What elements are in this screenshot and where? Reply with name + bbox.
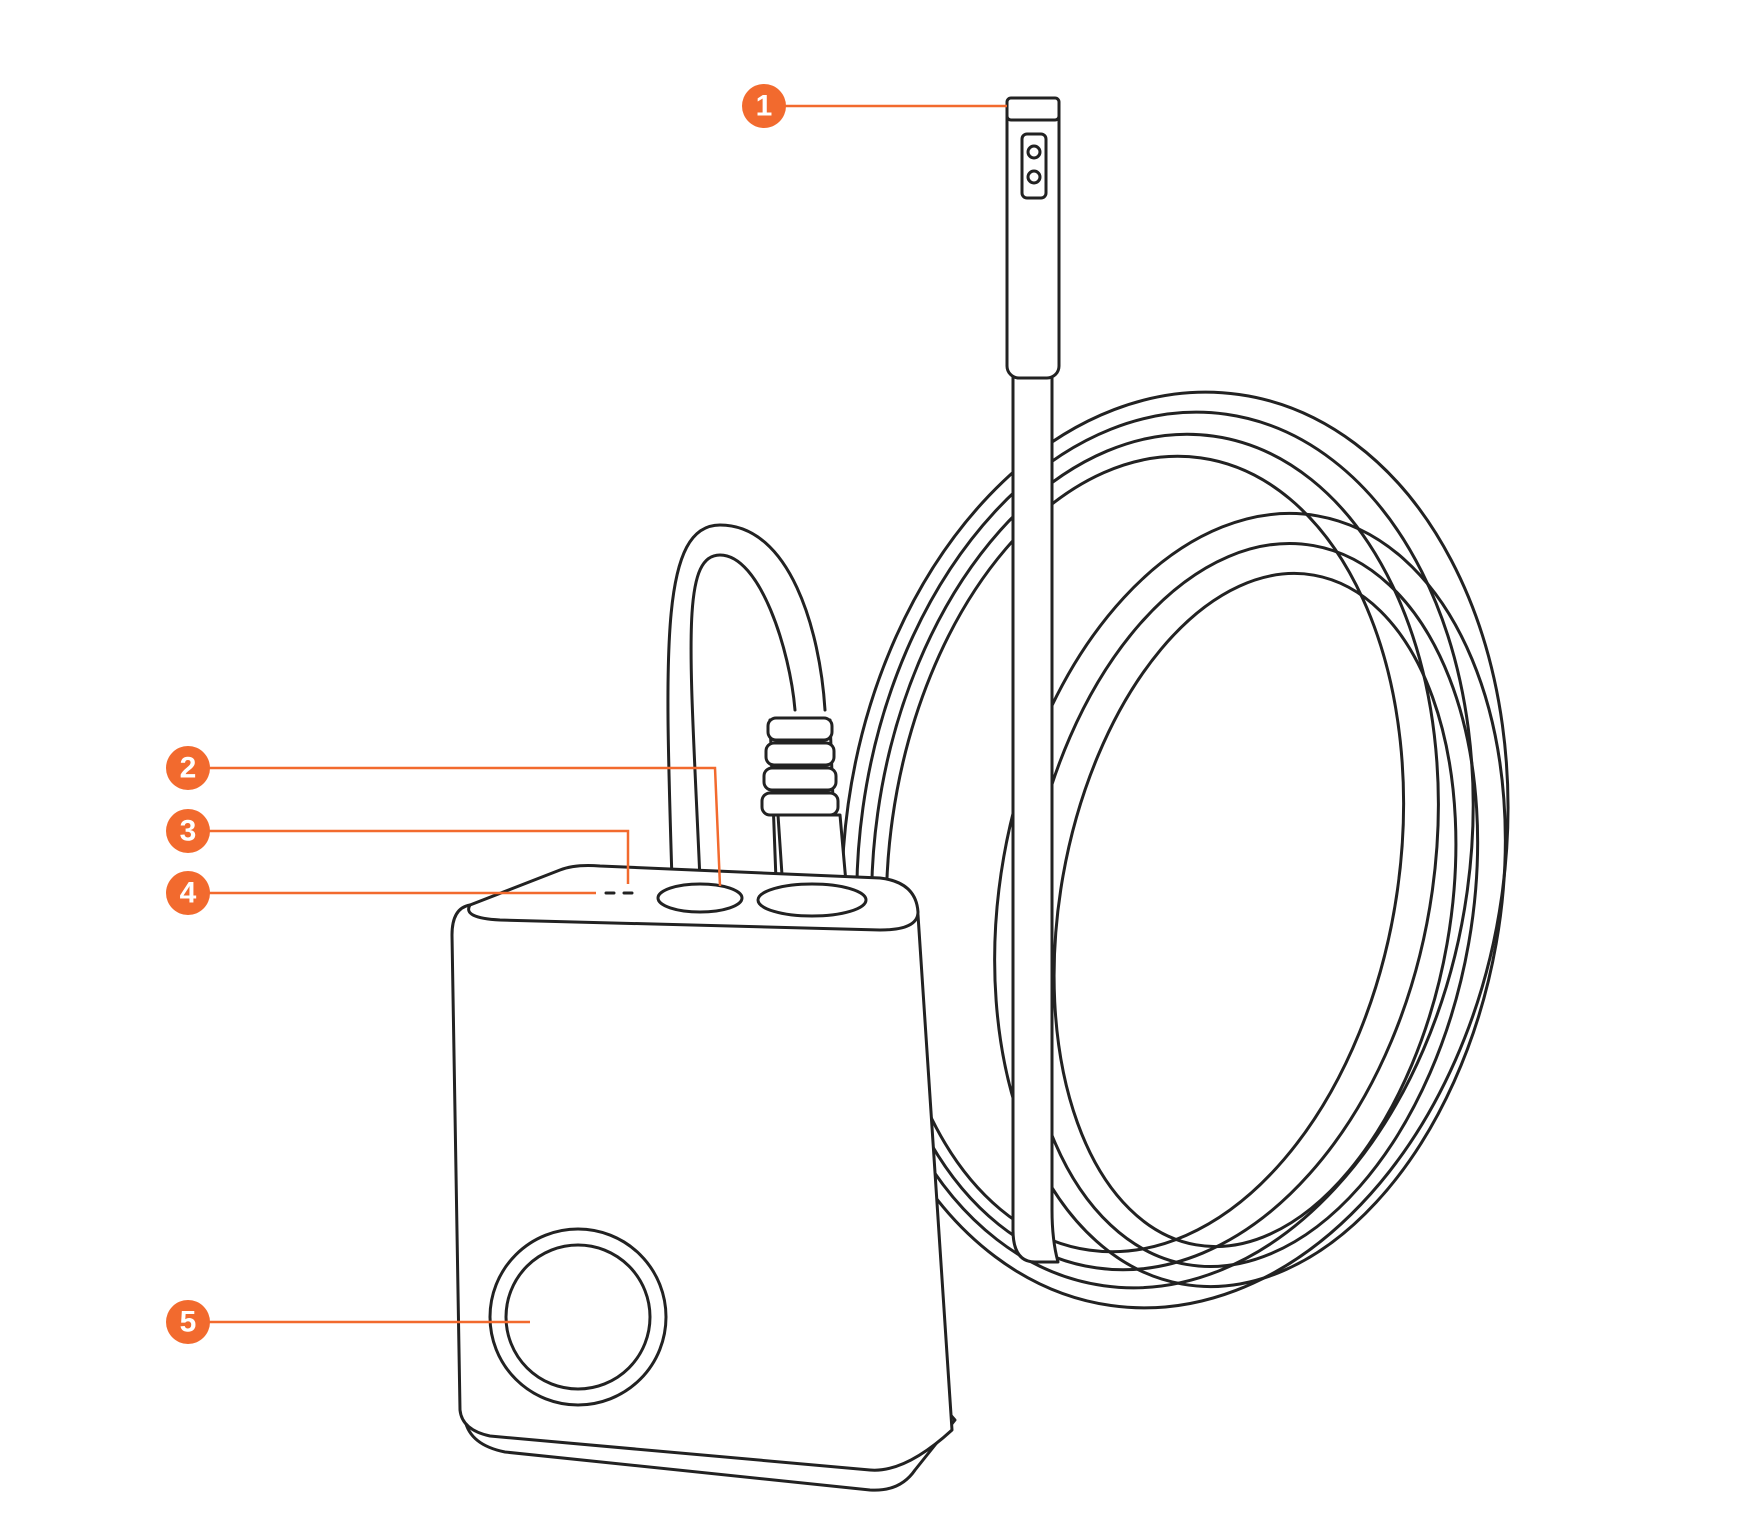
cable-coil-loop <box>870 432 1440 1272</box>
callout-marker-1 <box>742 84 786 128</box>
camera-lens-icon <box>1026 169 1042 185</box>
connector-ring <box>766 716 834 742</box>
callout-leaders <box>208 104 1007 1324</box>
callout-marker-2 <box>166 746 210 790</box>
callout-2: 2 <box>166 746 210 790</box>
callout-marker-3 <box>166 809 210 853</box>
callout-label-1: 1 <box>756 90 773 123</box>
leader-line-3 <box>208 829 630 884</box>
callout-markers: 1 2 3 4 5 <box>166 84 786 1344</box>
callout-marker-4 <box>166 871 210 915</box>
cable-loop <box>666 523 827 882</box>
leader-line-2 <box>208 766 722 887</box>
cable-coil-loop <box>855 410 1475 1290</box>
lens-window <box>1020 132 1048 200</box>
callout-3: 3 <box>166 809 210 853</box>
wifi-box <box>450 864 957 1492</box>
led-icon <box>1026 144 1042 160</box>
callout-5: 5 <box>166 1300 210 1344</box>
cable-coil-loop <box>1052 571 1458 1249</box>
callout-marker-5 <box>166 1300 210 1344</box>
callout-4: 4 <box>166 871 210 915</box>
connector-ring <box>764 741 836 767</box>
power-button[interactable] <box>656 882 744 914</box>
front-button[interactable] <box>504 1243 652 1391</box>
callout-label-3: 3 <box>180 815 197 848</box>
callout-label-5: 5 <box>180 1306 197 1339</box>
callout-label-2: 2 <box>180 752 197 785</box>
connector-port <box>756 882 868 918</box>
cable-loop <box>689 553 797 882</box>
coiled-cable <box>840 390 1510 1310</box>
probe-cap <box>1005 96 1061 122</box>
cable-coil-loop <box>993 511 1507 1289</box>
connector-ring <box>762 766 838 792</box>
callout-label-4: 4 <box>180 877 197 910</box>
connector-ring <box>760 791 840 817</box>
connector-cable <box>666 523 850 907</box>
camera-probe <box>1005 96 1061 1264</box>
cable-coil-loop <box>884 454 1406 1254</box>
callout-1: 1 <box>742 84 786 128</box>
probe-cable <box>1011 373 1060 1264</box>
